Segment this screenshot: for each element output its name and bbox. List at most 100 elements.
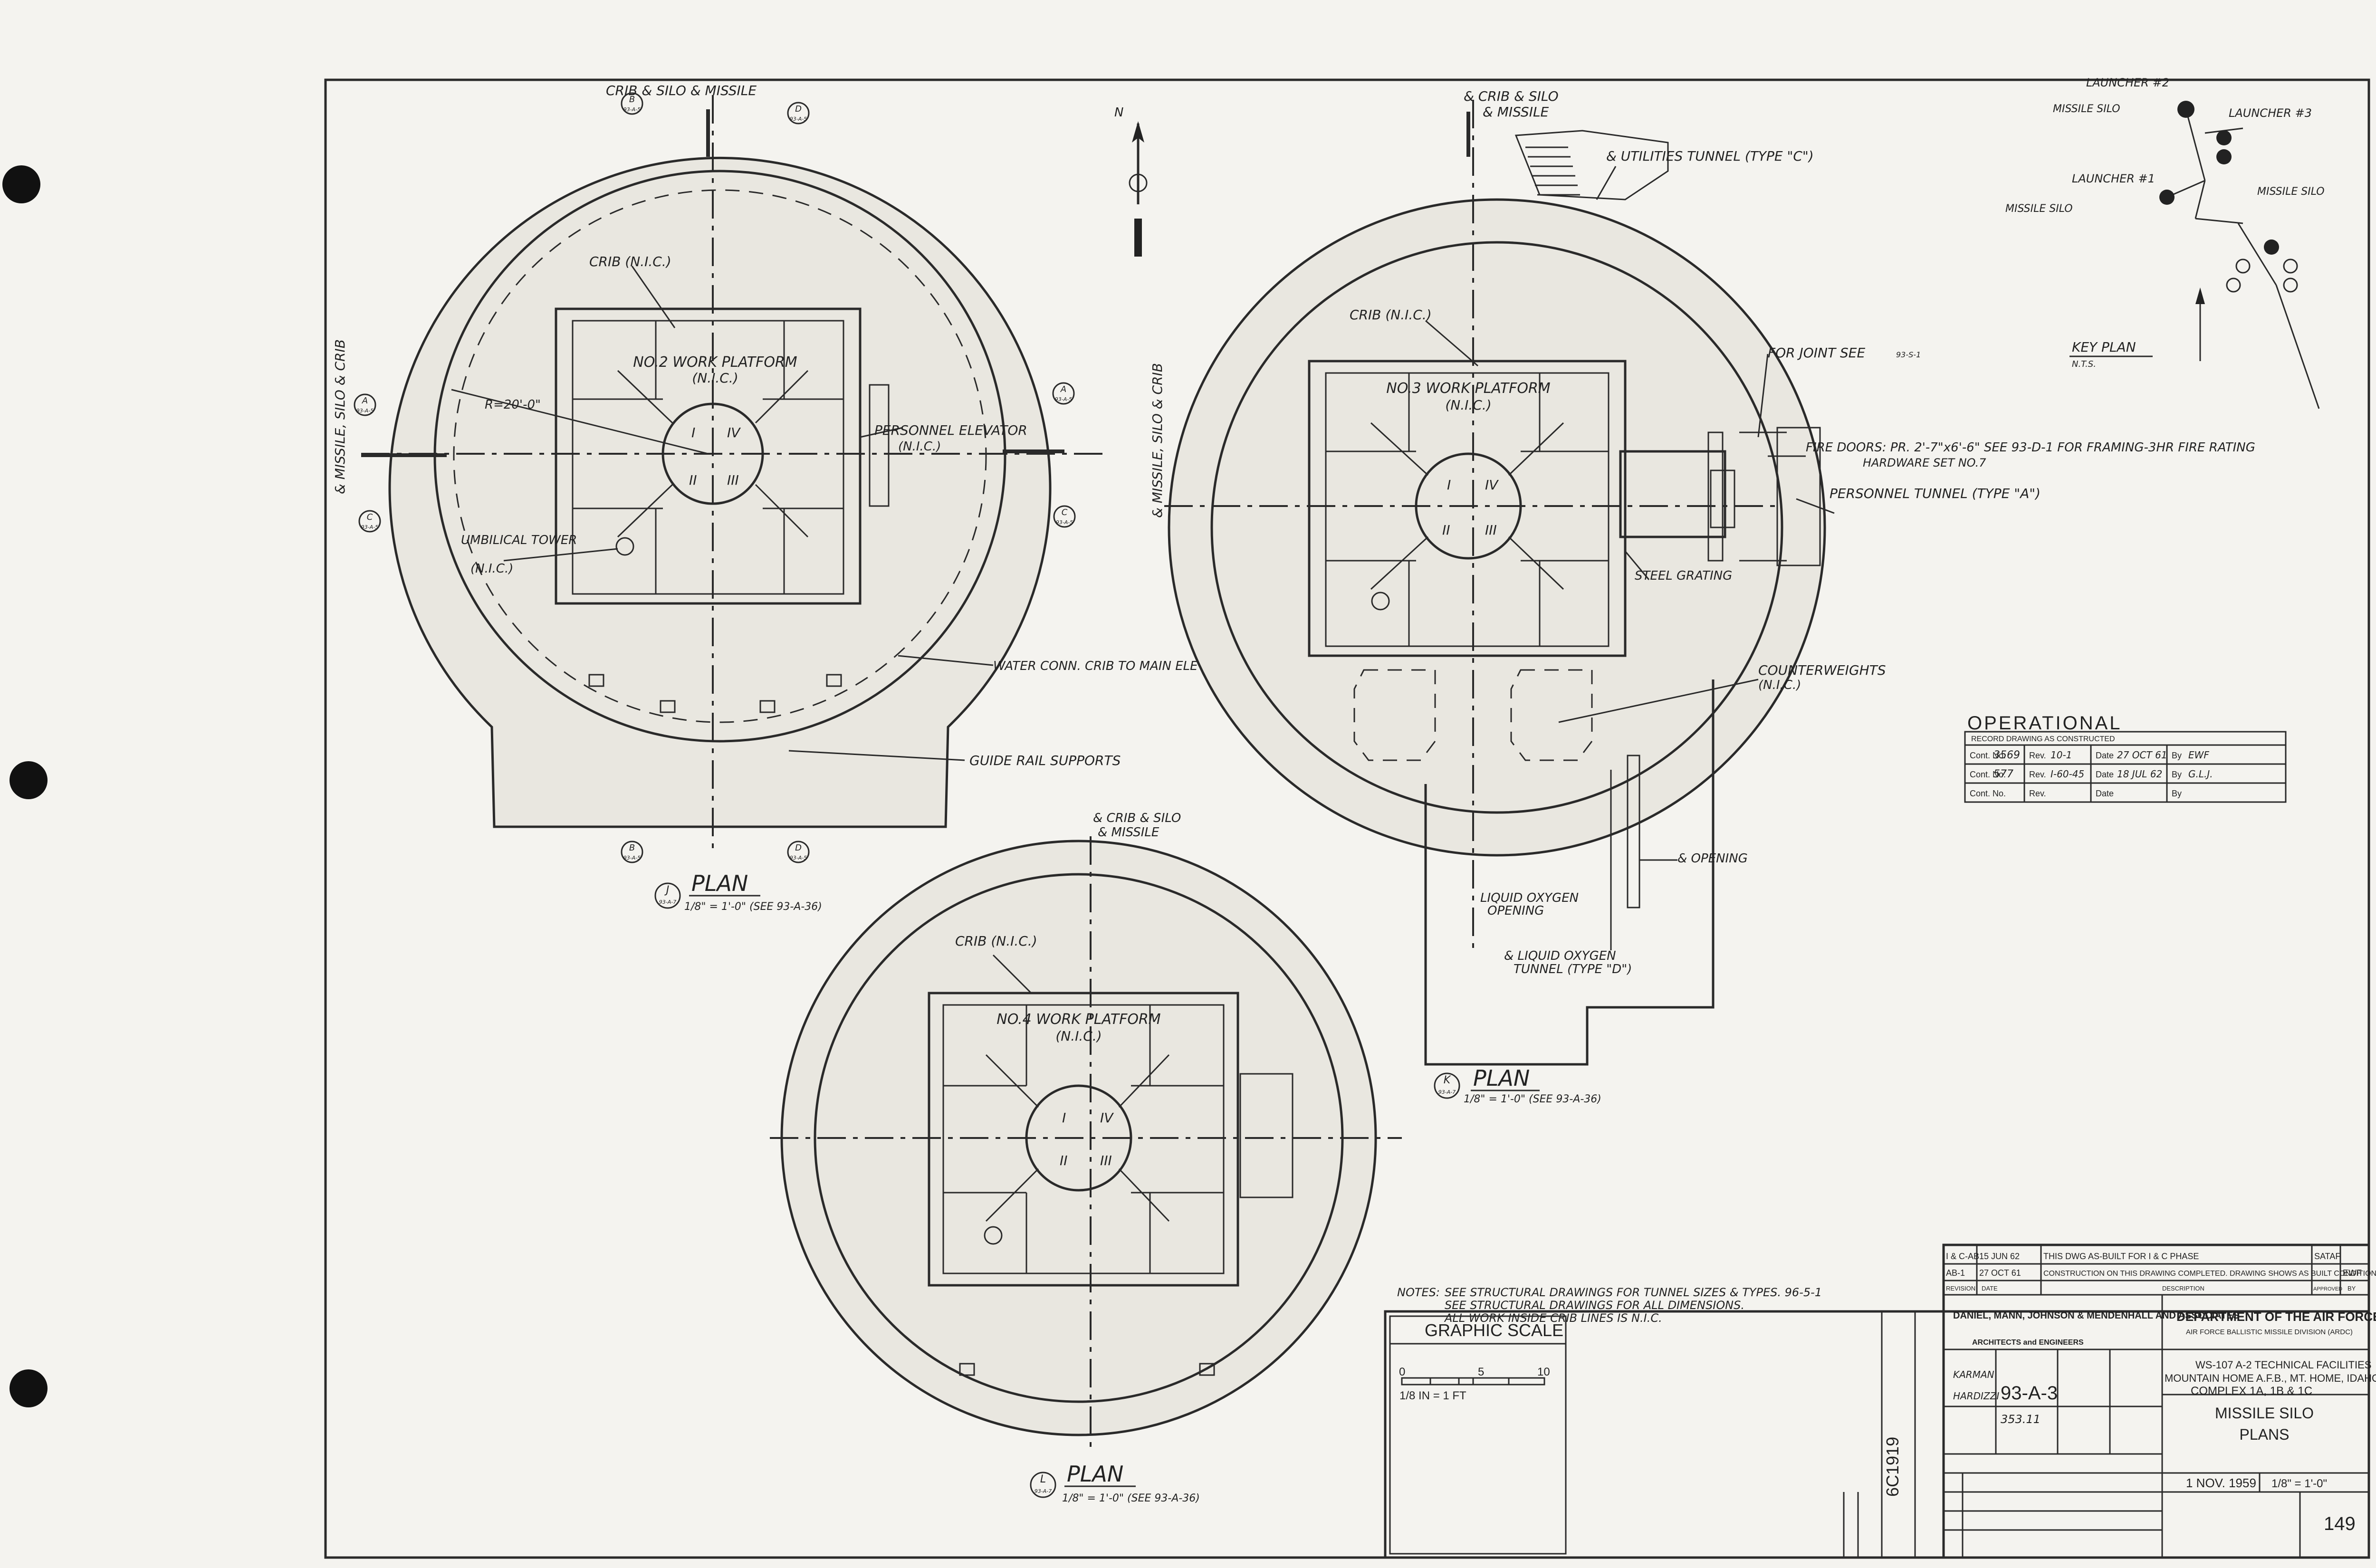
crib-label: CRIB (N.I.C.)	[1350, 307, 1432, 323]
svg-text:15 JUN 62: 15 JUN 62	[1979, 1252, 2020, 1261]
svg-text:REVISION: REVISION	[1946, 1285, 1975, 1292]
sheet-number: 149	[2324, 1513, 2356, 1534]
svg-text:EWF: EWF	[2188, 749, 2209, 761]
svg-text:BY: BY	[2347, 1285, 2356, 1292]
umbilical-tower-symbol	[615, 537, 634, 556]
centerline-label: & MISSILE	[1483, 104, 1549, 120]
svg-text:AB-1: AB-1	[1946, 1268, 1965, 1278]
svg-text:G.L.J.: G.L.J.	[2188, 768, 2213, 780]
lox-tunnel-label: & LIQUID OXYGEN	[1504, 949, 1616, 963]
work-platform-inner	[942, 1004, 1225, 1274]
svg-text:577: 577	[1993, 768, 2013, 780]
svg-text:93-A-5: 93-A-5	[790, 855, 807, 861]
key-plan-title: KEY PLAN	[2072, 339, 2136, 355]
quadrant-label: III	[727, 472, 739, 488]
svg-text:Date: Date	[2096, 770, 2114, 779]
svg-text:CONSTRUCTION ON THIS DRAWING C: CONSTRUCTION ON THIS DRAWING COMPLETED. …	[2043, 1270, 2376, 1278]
leader-line	[992, 954, 1032, 994]
operational-row: Cont. No. 577 Rev. I-60-45 Date 18 JUL 6…	[1970, 768, 2213, 780]
plan-l: & CRIB & SILO & MISSILE CRIB (N.I.C.) NO…	[770, 811, 1402, 1504]
svg-text:DATE: DATE	[1982, 1285, 1998, 1292]
work-platform	[928, 992, 1239, 1287]
umbilical-nic: (N.I.C.)	[470, 562, 513, 576]
svg-text:D: D	[795, 843, 802, 853]
svg-text:93-A-7: 93-A-7	[659, 899, 676, 905]
personnel-tunnel-label: PERSONNEL TUNNEL (TYPE "A")	[1830, 486, 2041, 501]
svg-text:K: K	[1444, 1074, 1451, 1086]
svg-text:1/8" = 1'-0" (SEE 93-A-36): 1/8" = 1'-0" (SEE 93-A-36)	[1062, 1492, 1200, 1504]
platform-spokes	[573, 321, 843, 594]
leader-lines	[1425, 166, 1835, 861]
silo-outer-wall	[1168, 198, 1826, 857]
svg-text:A: A	[1060, 384, 1066, 394]
svg-text:10-1: 10-1	[2050, 749, 2072, 761]
elevator-box	[869, 384, 890, 507]
firm-subtitle: ARCHITECTS and ENGINEERS	[1972, 1339, 2084, 1347]
silo-dashed-ring	[453, 189, 987, 723]
plan-j: CRIB & SILO & MISSILE & MISSILE, SILO & …	[332, 83, 1285, 913]
personnel-tunnel	[1619, 427, 1821, 566]
svg-text:93-A-5: 93-A-5	[361, 524, 378, 530]
revision-headers: REVISION DATE DESCRIPTION APPROVED BY	[1946, 1285, 2356, 1292]
quadrant-label: IV	[1100, 1110, 1114, 1126]
key-plan-subtitle: N.T.S.	[2072, 359, 2096, 369]
radius-line	[451, 389, 709, 455]
department-name: DEPARTMENT OF THE AIR FORCE	[2176, 1310, 2376, 1324]
checker-name: HARDIZZI	[1953, 1390, 1999, 1402]
side-centerline-label: & MISSILE, SILO & CRIB	[1150, 363, 1165, 518]
vertical-file-number: 6C1919	[1883, 1437, 1902, 1497]
graphic-scale-tick: 10	[1537, 1366, 1550, 1378]
silo-inner-wall	[1210, 241, 1783, 814]
note-line: SEE STRUCTURAL DRAWINGS FOR ALL DIMENSIO…	[1445, 1299, 1744, 1312]
section-mark: D93-A-5	[787, 102, 810, 124]
work-platform	[555, 307, 862, 605]
operational-stamp: OPERATIONAL RECORD DRAWING AS CONSTRUCTE…	[1964, 713, 2287, 803]
lox-tunnel-interior	[1610, 755, 1640, 950]
utilities-label: & UTILITIES TUNNEL (TYPE "C")	[1606, 148, 1814, 164]
umbilical-tower-symbol	[984, 1226, 1003, 1245]
centerline-label: & CRIB & SILO	[1093, 811, 1181, 825]
lox-opening-label: LIQUID OXYGEN	[1480, 891, 1579, 905]
guide-rail-supports	[959, 1363, 1215, 1376]
hardware-label: HARDWARE SET NO.7	[1863, 456, 1986, 469]
project-line: MOUNTAIN HOME A.F.B., MT. HOME, IDAHO	[2165, 1372, 2376, 1384]
quadrant-label: I	[1062, 1110, 1066, 1126]
operational-row: Cont. No. 3569 Rev. 10-1 Date 27 OCT 61 …	[1970, 749, 2209, 761]
svg-text:B: B	[629, 843, 635, 853]
guide-rail-label: GUIDE RAIL SUPPORTS	[969, 753, 1121, 768]
key-plan-label: MISSILE SILO	[2257, 186, 2325, 198]
svg-text:L: L	[1040, 1473, 1046, 1485]
drawing-subtitle: PLANS	[2240, 1426, 2290, 1443]
quadrant-label: II	[1442, 522, 1450, 538]
svg-text:By: By	[2172, 751, 2182, 760]
sub-number: 353.11	[2001, 1413, 2041, 1426]
section-mark: A93-A-5	[354, 393, 376, 416]
platform-title: NO.3 WORK PLATFORM	[1386, 380, 1551, 397]
svg-text:PLAN: PLAN	[691, 870, 748, 896]
drawing-title: MISSILE SILO	[2215, 1405, 2314, 1422]
quadrant-label: IV	[727, 425, 741, 440]
svg-text:PLAN: PLAN	[1473, 1065, 1530, 1091]
svg-text:3569: 3569	[1993, 749, 2020, 761]
drawing-number: 93-A-3	[2001, 1383, 2058, 1404]
platform-title: NO.2 WORK PLATFORM	[633, 354, 797, 371]
joint-ref: 93-S-1	[1896, 350, 1921, 359]
notes-label: NOTES:	[1397, 1286, 1440, 1299]
svg-text:By: By	[2172, 770, 2182, 779]
quadrant-label: II	[1060, 1153, 1068, 1168]
svg-text:C: C	[367, 512, 373, 522]
svg-text:1/8" = 1'-0" (SEE 93-A-36): 1/8" = 1'-0" (SEE 93-A-36)	[684, 901, 822, 913]
svg-text:Rev.: Rev.	[2029, 751, 2046, 760]
joint-note: FOR JOINT SEE	[1768, 345, 1865, 361]
plan-k: & CRIB & SILO & MISSILE & MISSILE, SILO …	[1150, 88, 2255, 1105]
side-centerline-label: & MISSILE, SILO & CRIB	[332, 339, 348, 494]
svg-text:1/8" = 1'-0" (SEE 93-A-36): 1/8" = 1'-0" (SEE 93-A-36)	[1464, 1093, 1601, 1105]
revision-row: I & C-AB 15 JUN 62 THIS DWG AS-BUILT FOR…	[1946, 1252, 2340, 1261]
graphic-scale-tick: 0	[1399, 1366, 1405, 1378]
lox-opening-label: OPENING	[1487, 904, 1544, 918]
svg-text:APPROVED: APPROVED	[2313, 1286, 2342, 1292]
svg-text:27 OCT 61: 27 OCT 61	[2117, 749, 2167, 761]
quadrant-label: III	[1485, 522, 1497, 538]
steel-grating-label: STEEL GRATING	[1635, 569, 1732, 583]
key-plan-label: LAUNCHER #3	[2229, 106, 2312, 120]
